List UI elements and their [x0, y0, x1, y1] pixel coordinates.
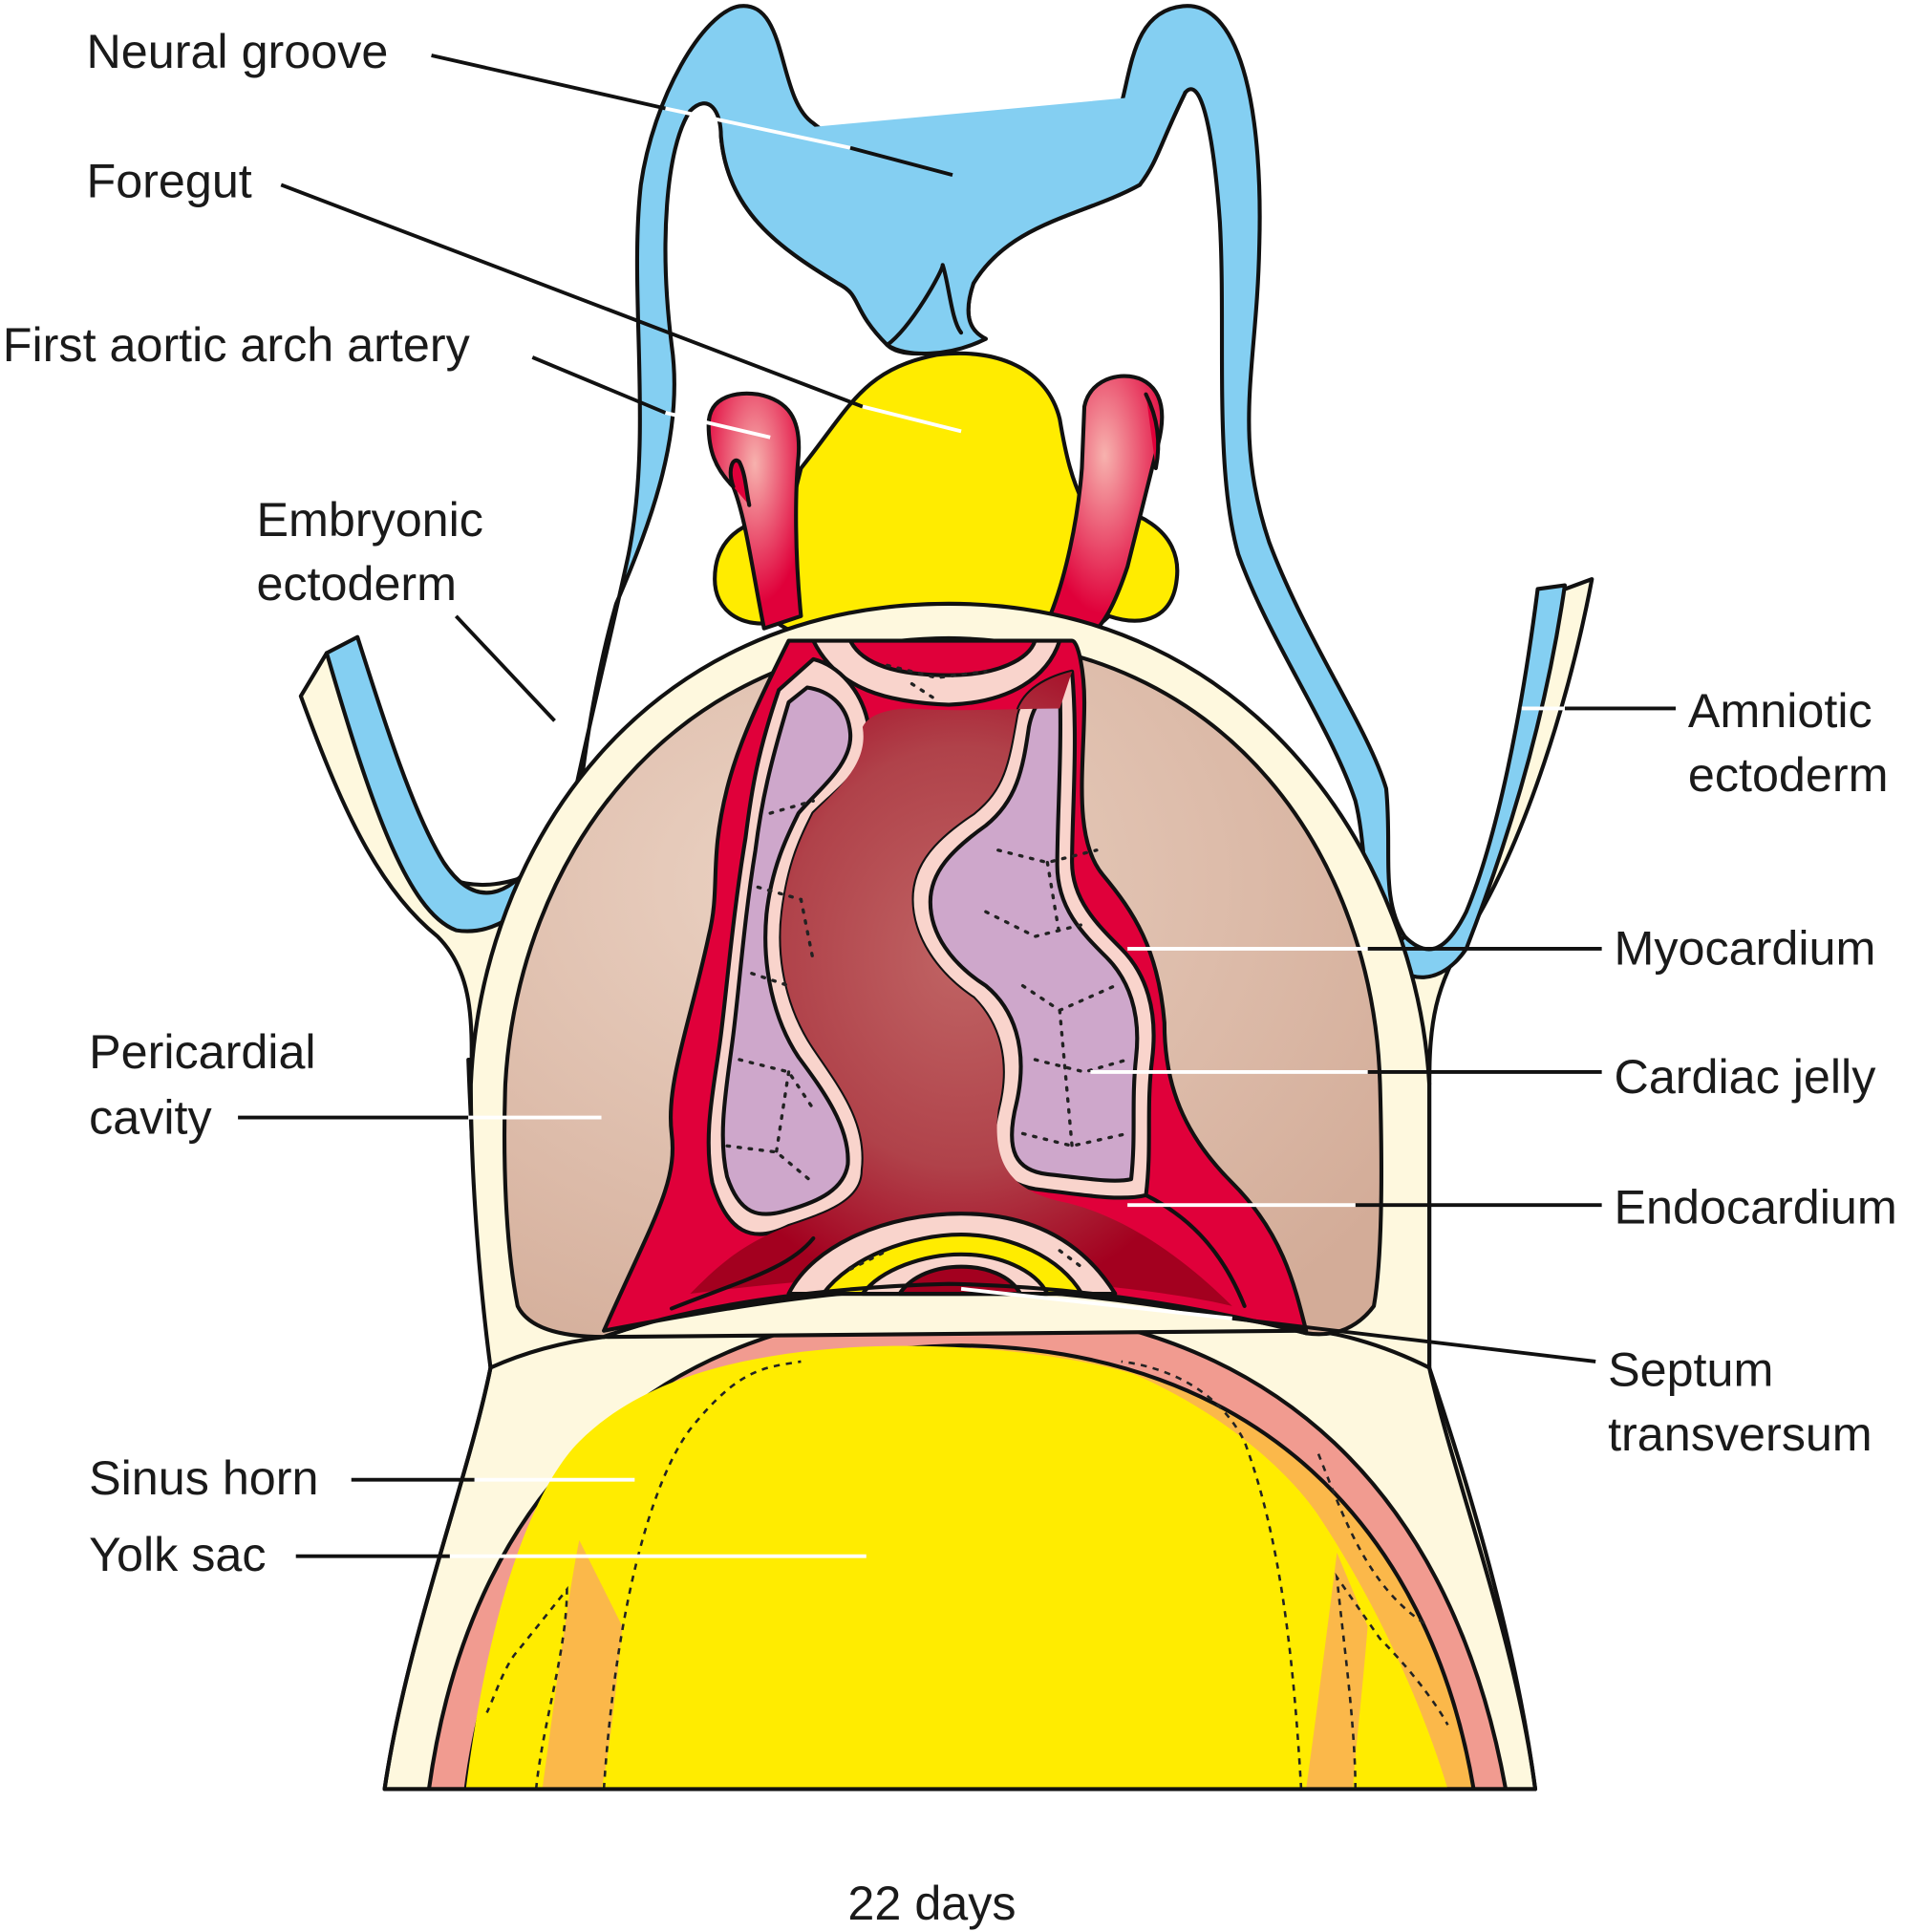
label-foregut: Foregut [86, 153, 251, 207]
label-septum-transversum-line2: transversum [1608, 1406, 1872, 1461]
heart-tube [602, 638, 1309, 1333]
label-pericardial-cavity-line1: Pericardial [89, 1024, 316, 1079]
foregut [713, 351, 1180, 640]
label-myocardium: Myocardium [1615, 921, 1876, 976]
label-endocardium: Endocardium [1615, 1180, 1897, 1234]
septum-transversum [602, 1281, 1309, 1340]
label-neural-groove: Neural groove [86, 24, 388, 78]
leader-lines [238, 54, 1676, 1558]
label-cardiac-jelly: Cardiac jelly [1615, 1049, 1877, 1104]
label-embryonic-ectoderm-line1: Embryonic [256, 492, 483, 547]
label-amniotic-ectoderm-line2: ectoderm [1688, 747, 1889, 802]
figure-caption: 22 days [847, 1876, 1016, 1930]
label-embryonic-ectoderm-line2: ectoderm [256, 556, 457, 611]
label-amniotic-ectoderm-line1: Amniotic [1688, 683, 1872, 738]
label-septum-transversum-line1: Septum [1608, 1342, 1773, 1397]
label-first-aortic-arch-artery: First aortic arch artery [3, 317, 471, 372]
label-pericardial-cavity-line2: cavity [89, 1089, 212, 1144]
labels: Neural groove Foregut First aortic arch … [3, 24, 1897, 1930]
label-sinus-horn: Sinus horn [89, 1450, 318, 1505]
aortic-arch-arteries [706, 374, 1165, 643]
label-yolk-sac: Yolk sac [89, 1527, 266, 1581]
